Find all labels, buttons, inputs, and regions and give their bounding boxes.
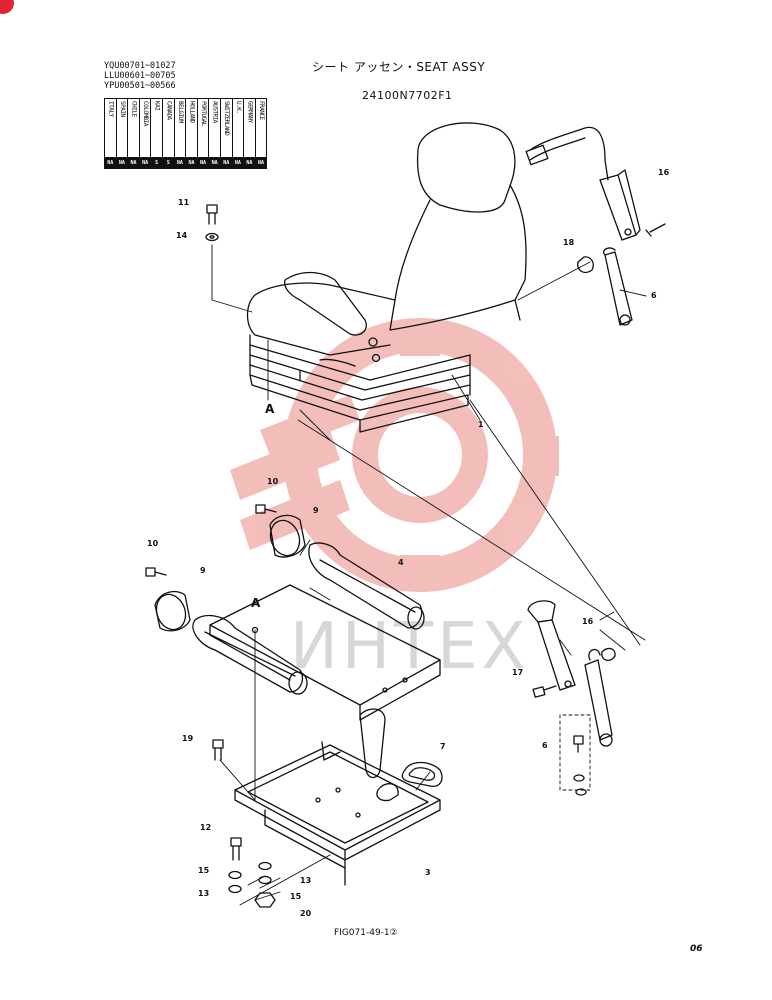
country-name: ITALY (107, 101, 115, 117)
diagram-title: シート アッセン・SEAT ASSY (312, 60, 486, 74)
country-code: NA (127, 157, 140, 169)
watermark-text: ИНТЕХ (290, 610, 530, 684)
callout-4: 4 (398, 558, 404, 567)
country-name-row: ITALY SPAIN CHILE COLOMBIA KAI CANADA BE… (104, 98, 268, 158)
country-name: GERMANY (246, 101, 254, 123)
callout-10: 10 (147, 539, 159, 548)
country-name: KAI (153, 101, 161, 111)
country-name: U.K. (234, 101, 242, 114)
callout-16: 16 (658, 168, 670, 177)
reference-mark-a: A (251, 596, 261, 610)
callout-13: 13 (198, 889, 210, 898)
country-code: NA (185, 157, 198, 169)
callout-11: 11 (178, 198, 190, 207)
country-name: COLOMBIA (142, 101, 150, 126)
serial-range: YPU00501~00566 (104, 81, 176, 91)
figure-code: FIG071-49-1② (334, 928, 398, 938)
callout-1: 1 (478, 420, 484, 429)
serial-range-list: YQU00701~01027 LLU00601~00705 YPU00501~0… (104, 61, 176, 91)
callout-9: 9 (313, 506, 319, 515)
bolts-10 (145, 504, 277, 577)
callout-17: 17 (512, 668, 524, 677)
callout-15: 15 (198, 866, 210, 875)
country-name: FRANCE (258, 101, 266, 120)
callout-7: 7 (440, 742, 446, 751)
country-code: NA (208, 157, 221, 169)
serial-range: LLU00601~00705 (104, 71, 176, 81)
country-code: S (161, 157, 175, 169)
callout-20: 20 (300, 909, 312, 918)
callout-13: 13 (300, 876, 312, 885)
country-code: S (150, 157, 163, 169)
serial-range: YQU00701~01027 (104, 61, 176, 71)
callout-3: 3 (425, 868, 431, 877)
callout-16: 16 (582, 617, 594, 626)
rail-plate (209, 584, 441, 779)
hardware-bottom (212, 739, 276, 908)
callout-6: 6 (542, 741, 548, 750)
country-code-row: NA NA NA NA S S NA NA NA NA NA NA NA NA (104, 157, 268, 169)
grommet-7 (401, 761, 443, 787)
callout-15: 15 (290, 892, 302, 901)
base-frame (234, 741, 441, 886)
country-name: SPAIN (118, 101, 126, 117)
country-applicability-table: ITALY SPAIN CHILE COLOMBIA KAI CANADA BE… (104, 98, 268, 169)
country-code: NA (231, 157, 245, 169)
country-name: AUSTRIA (211, 101, 219, 123)
country-code: NA (219, 157, 233, 169)
callout-12: 12 (200, 823, 212, 832)
country-name: PORTUGAL (200, 101, 208, 126)
country-code: NA (196, 157, 210, 169)
callout-9: 9 (200, 566, 206, 575)
bolt-and-washer-top (205, 204, 219, 242)
assembly-part-number: 24100N7702F1 (362, 89, 453, 102)
slide-rails (154, 514, 425, 695)
seat-belt-upper (525, 126, 666, 241)
country-code: NA (254, 157, 268, 169)
country-name: HOLLAND (188, 101, 196, 123)
callout-14: 14 (176, 231, 188, 240)
callout-19: 19 (182, 734, 194, 743)
seat-belt-lower (527, 600, 616, 796)
country-code: NA (104, 157, 117, 169)
country-name: CANADA (165, 101, 173, 120)
reference-mark-a: A (265, 402, 275, 416)
country-name: SWITZERLAND (223, 101, 231, 136)
country-code: NA (115, 157, 129, 169)
callout-10: 10 (267, 477, 279, 486)
country-code: NA (173, 157, 187, 169)
leader-lines (211, 244, 647, 906)
seat-belt-buckle-upper (577, 247, 633, 326)
page-number: 06 (690, 944, 703, 954)
country-code: NA (243, 157, 256, 169)
country-code: NA (138, 157, 152, 169)
callout-18: 18 (563, 238, 575, 247)
page-corner-badge (0, 0, 14, 14)
seat-assembly (246, 122, 527, 433)
callout-6: 6 (651, 291, 657, 300)
country-name: BELGIUM (176, 101, 184, 123)
country-name: CHILE (130, 101, 138, 117)
